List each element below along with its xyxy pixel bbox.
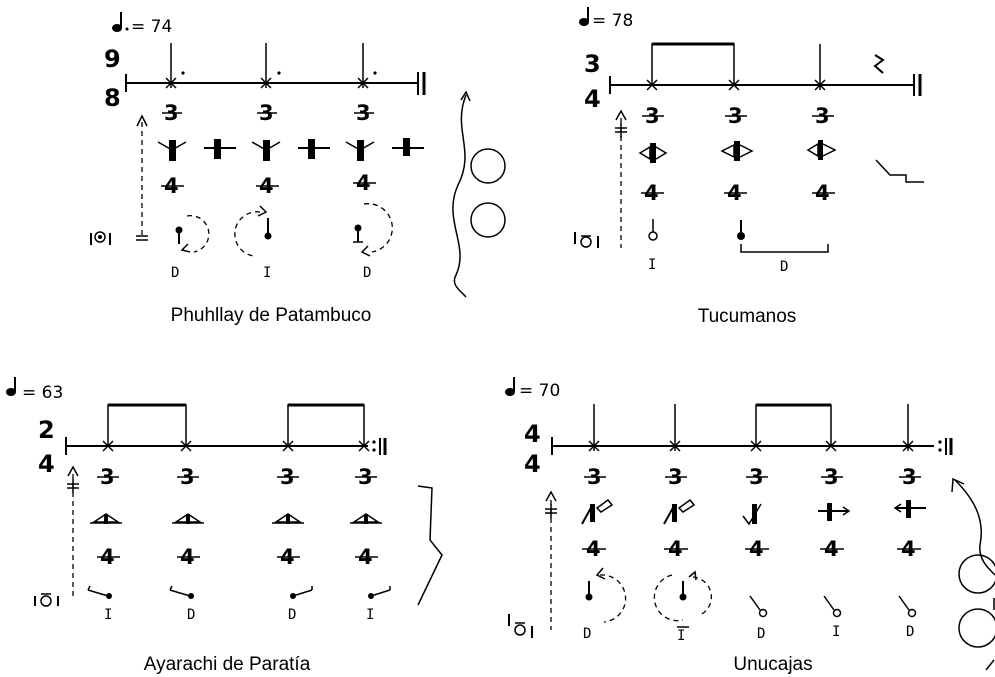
wavy-path: [954, 479, 995, 576]
foot-label: D: [363, 265, 371, 281]
arm-symbols: [90, 513, 382, 524]
tempo-label: = 63: [22, 383, 63, 403]
quarter-note-icon: [505, 377, 515, 396]
body-position-icon: [34, 593, 59, 607]
row-four: 4 4 4: [161, 171, 376, 198]
dotted-quarter-note-icon: [112, 12, 129, 32]
meter-top: 2: [38, 416, 55, 444]
circle-figure-icon: [958, 554, 995, 594]
circle-figure-icon: [958, 608, 995, 648]
arm-symbols: [581, 498, 926, 526]
beat-marks: [646, 42, 826, 91]
foot-label: I: [263, 265, 271, 281]
meter-top: 9: [104, 45, 121, 73]
foot-label: D: [288, 607, 296, 623]
foot-paths: [585, 567, 917, 623]
step-path: [875, 159, 924, 183]
foot-label: D: [906, 624, 914, 640]
end-barline: [417, 72, 426, 95]
eighth-rest-icon: [545, 504, 557, 518]
tempo-label: = 70: [519, 381, 560, 401]
foot-label: I: [832, 624, 840, 640]
beat-marks: [588, 403, 914, 452]
repeat-sign-icon: [938, 438, 953, 455]
foot-label: I: [648, 257, 656, 273]
quarter-note-icon: [579, 7, 589, 26]
dance-title: Ayarachi de Paratía: [144, 654, 311, 675]
row-three: 3 3 3 3: [97, 465, 377, 489]
meter-top: 3: [584, 50, 601, 78]
foot-label: D: [171, 265, 179, 281]
foot-label: D: [757, 626, 765, 642]
eighth-rest-icon: [67, 479, 79, 493]
row-three: 3 3 3 3 3: [584, 465, 921, 489]
beat-marks: [102, 403, 370, 452]
dance-title: Tucumanos: [698, 306, 797, 327]
beat-marks: [165, 43, 377, 89]
arm-symbols: [638, 140, 837, 163]
arm-symbols: [157, 138, 424, 161]
repeat-sign-icon: [372, 438, 387, 455]
body-position-icon: [574, 232, 599, 248]
panel-ayarachi: = 63 2 4 3 3 3 3 4: [6, 377, 443, 675]
row-four: 4 4 4: [641, 181, 835, 205]
zigzag-path: [417, 485, 443, 606]
dance-title: Phuhllay de Patambuco: [171, 305, 372, 326]
foot-paths: [175, 203, 393, 257]
dance-title: Unucajas: [733, 654, 812, 675]
row-four: 4 4 4 4 4: [582, 537, 921, 561]
rest-symbol-icon: [873, 54, 885, 74]
foot-label: I: [104, 607, 112, 623]
foot-paths: [87, 585, 391, 599]
eighth-rest-icon: [615, 123, 627, 138]
row-three: 3 3 3: [162, 101, 374, 125]
meter-bottom: 8: [104, 84, 121, 112]
panel-unucajas: = 70 4 4 3 3 3 3 3: [505, 377, 995, 675]
foot-label: I: [677, 628, 685, 644]
meter-bottom: 4: [38, 450, 55, 478]
body-position-icon: [90, 231, 111, 245]
eighth-rest-icon: [136, 235, 148, 241]
panel-phuhllay: = 74 9 8 3 3 3: [90, 12, 506, 326]
meter-top: 4: [524, 420, 541, 448]
panel-tucumanos: = 78 3 4 3 3 3 4 4 4: [574, 7, 924, 327]
tempo-label: = 78: [592, 11, 633, 31]
row-three: 3 3 3: [642, 104, 834, 128]
body-position-icon: [508, 614, 533, 638]
foot-label: D: [583, 626, 591, 642]
circle-figure-icon: [470, 148, 506, 184]
foot-label: D: [780, 259, 788, 275]
circle-figure-icon: [470, 202, 506, 238]
wavy-path: [452, 94, 467, 298]
foot-label: I: [366, 607, 374, 623]
meter-bottom: 4: [524, 450, 541, 478]
quarter-note-icon: [6, 377, 16, 396]
tempo-label: = 74: [131, 17, 172, 37]
foot-label: D: [187, 607, 195, 623]
row-four: 4 4 4 4: [97, 545, 378, 569]
meter-bottom: 4: [584, 85, 601, 113]
end-barline: [913, 74, 922, 96]
foot-paths: [648, 219, 829, 253]
